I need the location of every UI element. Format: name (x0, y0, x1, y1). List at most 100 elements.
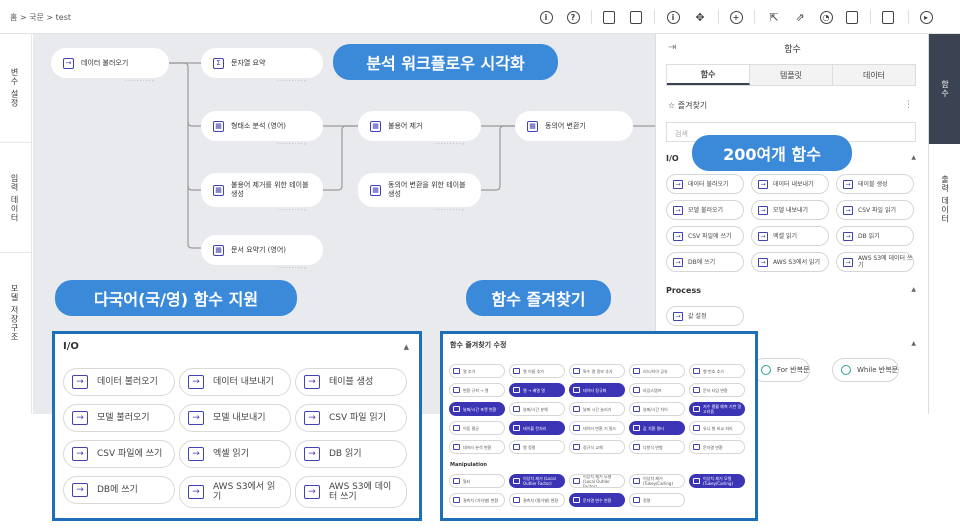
node-morph-analysis[interactable]: ▦ 형태소 분석 (영어) (201, 111, 323, 141)
fn-read-csv[interactable]: →CSV 파일 읽기 (836, 200, 914, 220)
clipboard-icon[interactable] (844, 9, 860, 25)
fn-export-model[interactable]: →모델 내보내기 (751, 200, 829, 220)
favorite-toggle-item[interactable]: 리드/타이 공유 (629, 364, 685, 378)
favorite-toggle-item[interactable]: 이상치 제거 모델 (Local Outlier Factor) (569, 474, 625, 488)
favorite-toggle-item[interactable]: 문자열 변수 변환 (569, 493, 625, 507)
fn-while-loop[interactable]: While 반복문 (832, 358, 900, 382)
play-icon[interactable]: ▸ (918, 9, 934, 25)
favorite-toggle-item[interactable]: 열 추가 (449, 364, 505, 378)
zoom-fn-write-s3[interactable]: →AWS S3에 데이터 쓰기 (295, 476, 407, 508)
favorite-item-label: 데이터 변환 기 필드 (583, 425, 617, 431)
favorite-toggle-item[interactable]: 데이터 변환 기 필드 (569, 421, 625, 435)
fn-read-db[interactable]: →DB 읽기 (836, 226, 914, 246)
favorite-toggle-item[interactable]: 문자열 변환 (689, 440, 745, 454)
favorite-toggle-item[interactable]: 열 → 배열 열 (509, 383, 565, 397)
favorite-toggle-item[interactable]: 필터 (449, 474, 505, 488)
favorite-toggle-item[interactable]: 타임스탬프 (629, 383, 685, 397)
zoom-fn-write-db[interactable]: →DB에 쓰기 (63, 476, 175, 504)
fn-set-value[interactable]: →값 설정 (666, 306, 744, 326)
zoom-fn-export-model[interactable]: →모델 내보내기 (179, 404, 291, 432)
zoom-fn-read-excel[interactable]: →엑셀 읽기 (179, 440, 291, 468)
favorite-toggle-item[interactable]: 날짜/시간 포맷 변환 (449, 402, 505, 416)
favorite-toggle-item[interactable]: 다항식 변형 (629, 440, 685, 454)
fn-load-model[interactable]: →모델 불러오기 (666, 200, 744, 220)
table-icon: ▦ (213, 244, 224, 256)
more-icon[interactable]: ⋮ (904, 100, 913, 110)
info-icon[interactable]: i (538, 9, 554, 25)
favorite-toggle-item[interactable]: 지수 평활 예측 기반 알고리즘 (689, 402, 745, 416)
fn-write-csv[interactable]: →CSV 파일에 쓰기 (666, 226, 744, 246)
favorite-toggle-item[interactable]: 유니 형 비교 처리 (689, 421, 745, 435)
node-stopword-table[interactable]: ▦ 불용어 제거를 위한 테이블 생성 (201, 173, 323, 207)
favorite-toggle-item[interactable]: 날짜/시간 차이 (629, 402, 685, 416)
node-synonym-table[interactable]: ▦ 동의어 변환을 위한 테이블 생성 (358, 173, 481, 207)
tab-functions[interactable]: 함수 (667, 65, 750, 85)
favorite-toggle-item[interactable]: 열 이름 추가 (509, 364, 565, 378)
sidebar-item-variables[interactable]: 변수 설정 (10, 68, 19, 108)
favorite-toggle-item[interactable]: 날짜 시간 늘리기 (569, 402, 625, 416)
copy-icon[interactable] (628, 9, 644, 25)
sidebar-item-input-data[interactable]: 입력 데이터 (10, 174, 19, 223)
favorite-toggle-item[interactable]: 이상치 제거 모델 (Tukey/Carling) (689, 474, 745, 488)
favorite-toggle-item[interactable]: 날짜/시간 분해 (509, 402, 565, 416)
favorite-toggle-item[interactable]: 정규식 교체 (569, 440, 625, 454)
favorite-toggle-item[interactable]: 정렬 (629, 493, 685, 507)
zoom-icon[interactable]: + (728, 9, 744, 25)
fn-write-db[interactable]: →DB에 쓰기 (666, 252, 744, 272)
favorite-toggle-item[interactable]: 값 치환 필터 (629, 421, 685, 435)
fn-create-table[interactable]: →테이블 생성 (836, 174, 914, 194)
fn-export-data[interactable]: →데이터 내보내기 (751, 174, 829, 194)
process-section-header[interactable]: Process▲ (666, 286, 916, 295)
favorite-toggle-item[interactable]: 이동 평균 (449, 421, 505, 435)
node-string-summary[interactable]: Σ 문자열 요약 (201, 48, 323, 78)
favorite-toggle-item[interactable]: 이상치 제거 (Local Outlier Factor) (509, 474, 565, 488)
fn-read-excel[interactable]: →엑셀 읽기 (751, 226, 829, 246)
zoom-fn-export-data[interactable]: →데이터 내보내기 (179, 368, 291, 396)
tab-templates[interactable]: 템플릿 (750, 65, 833, 85)
info-circle-icon[interactable]: i (665, 9, 681, 25)
favorite-toggle-item[interactable]: 특수 열 정보 추가 (569, 364, 625, 378)
collapse-caret-icon[interactable]: ▲ (403, 343, 409, 351)
favorite-toggle-item[interactable]: 이상치 제거 (Tukey/Carling) (629, 474, 685, 488)
favorite-toggle-item[interactable]: 데이터 분석 변환 (449, 440, 505, 454)
favorite-toggle-item[interactable]: 변환 규칙 → 열 (449, 383, 505, 397)
favorite-toggle-item[interactable]: 결측치 (가치별) 변환 (449, 493, 505, 507)
node-synonym-converter[interactable]: ▦ 동의어 변환기 (515, 111, 633, 141)
breadcrumb[interactable]: 홈 > 국문 > test (10, 13, 72, 22)
doc-icon[interactable] (601, 9, 617, 25)
fn-write-s3[interactable]: →AWS S3에 데이터 쓰기 (836, 252, 914, 272)
move-icon[interactable]: ✥ (695, 10, 705, 24)
export-icon[interactable]: ⇱ (769, 10, 779, 24)
save-icon[interactable] (880, 9, 896, 25)
favorite-toggle-item[interactable]: 결측치 (평가별) 변환 (509, 493, 565, 507)
node-stopword-removal[interactable]: ▦ 불용어 제거 (358, 111, 481, 141)
fn-for-loop[interactable]: For 반복문 (752, 358, 811, 382)
sidebar-item-model-structure[interactable]: 모델 저장구조 (10, 284, 19, 342)
node-doc-summarizer[interactable]: ▦ 문서 요약기 (영어) (201, 235, 323, 265)
zoom-fn-write-csv[interactable]: →CSV 파일에 쓰기 (63, 440, 175, 468)
timer-icon[interactable]: ◔ (818, 9, 834, 25)
favorite-item-label: 열 → 배열 열 (523, 387, 545, 393)
collapse-icon[interactable]: ⇥ (668, 42, 677, 53)
share-icon[interactable]: ⇗ (795, 10, 805, 24)
help-icon[interactable]: ? (565, 9, 581, 25)
io-section-header[interactable]: I/O▲ (666, 154, 916, 163)
favorite-toggle-item[interactable]: 행 번호 추가 (689, 364, 745, 378)
zoom-fn-read-db[interactable]: →DB 읽기 (295, 440, 407, 468)
zoom-fn-load-data[interactable]: →데이터 불러오기 (63, 368, 175, 396)
zoom-fn-read-s3[interactable]: →AWS S3에서 읽기 (179, 476, 291, 508)
favorite-toggle-item[interactable]: 데이터 정규화 (569, 383, 625, 397)
fn-read-s3[interactable]: →AWS S3에서 읽기 (751, 252, 829, 272)
zoom-fn-create-table[interactable]: →테이블 생성 (295, 368, 407, 396)
zoom-fn-load-model[interactable]: →모델 불러오기 (63, 404, 175, 432)
favorite-toggle-item[interactable]: 열 정렬 (509, 440, 565, 454)
side-tab-functions[interactable]: 함수 (929, 34, 960, 144)
fn-load-data[interactable]: →데이터 불러오기 (666, 174, 744, 194)
tab-data[interactable]: 데이터 (833, 65, 915, 85)
node-load-data[interactable]: → 데이터 불러오기 (51, 48, 169, 78)
zoom-fn-read-csv[interactable]: →CSV 파일 읽기 (295, 404, 407, 432)
side-tab-output-data[interactable]: 출력 데이터 (929, 144, 960, 254)
favorite-toggle-item[interactable]: 문자 타입 변환 (689, 383, 745, 397)
favorites-toggle[interactable]: ☆ 즐겨찾기 (668, 101, 708, 110)
favorite-toggle-item[interactable]: 테이블 전처리 (509, 421, 565, 435)
